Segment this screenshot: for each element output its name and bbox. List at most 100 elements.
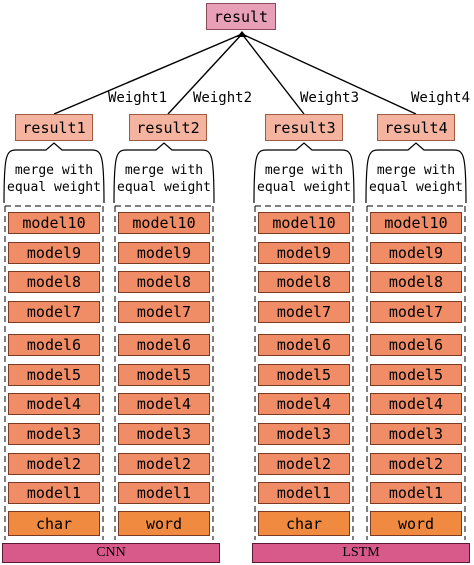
model-box: model8 — [118, 271, 210, 294]
model-box: model1 — [8, 482, 100, 505]
weight-label-2: Weight2 — [193, 90, 253, 106]
model-label: model7 — [388, 303, 444, 322]
model-label: model3 — [26, 424, 82, 443]
model-label: model10 — [272, 214, 336, 232]
model-box: model4 — [8, 393, 100, 416]
weight-connector — [241, 33, 305, 115]
cnn-group-label: CNN — [96, 545, 126, 560]
model-box: model7 — [370, 301, 462, 324]
model-label: model10 — [384, 214, 448, 232]
model-box: model5 — [258, 363, 350, 386]
arrowhead — [237, 31, 247, 37]
column-result-label: result4 — [384, 118, 448, 137]
column-result-label: result2 — [136, 118, 200, 137]
model-box: model6 — [258, 333, 350, 356]
model-box: model1 — [370, 482, 462, 505]
merge-brace — [113, 142, 215, 204]
cnn-group-bar: CNN — [2, 543, 220, 563]
model-box: model8 — [8, 271, 100, 294]
model-label: model1 — [26, 484, 82, 503]
model-label: model3 — [388, 424, 444, 443]
model-box: model3 — [370, 422, 462, 445]
final-result-box: result — [206, 3, 276, 30]
model-label: model10 — [22, 214, 86, 232]
model-label: model2 — [136, 454, 192, 473]
merge-text-line: merge with — [14, 163, 94, 178]
column-result-label: result1 — [22, 118, 86, 137]
model-label: model4 — [136, 395, 192, 414]
model-box: model2 — [118, 452, 210, 475]
model-label: model1 — [388, 484, 444, 503]
model-box: model4 — [370, 393, 462, 416]
model-label: model7 — [276, 303, 332, 322]
model-label: model6 — [26, 335, 82, 354]
column-result-box: result4 — [377, 114, 455, 141]
model-box: model5 — [370, 363, 462, 386]
column-result-box: result3 — [265, 114, 343, 141]
input-label: word — [145, 514, 183, 533]
input-box: char — [8, 511, 100, 536]
model-label: model4 — [388, 395, 444, 414]
merge-text-line: equal weight — [7, 180, 101, 195]
merge-text-line: merge with — [376, 163, 456, 178]
model-label: model8 — [388, 273, 444, 292]
model-box: model6 — [8, 333, 100, 356]
input-label: char — [35, 514, 73, 533]
model-box: model10 — [8, 212, 100, 234]
input-label: char — [285, 514, 323, 533]
column-result-box: result2 — [129, 114, 207, 141]
model-box: model2 — [370, 452, 462, 475]
column-result-box: result1 — [15, 114, 93, 141]
model-label: model6 — [276, 335, 332, 354]
model-label: model4 — [26, 395, 82, 414]
model-label: model5 — [276, 365, 332, 384]
model-label: model3 — [276, 424, 332, 443]
input-box: word — [370, 511, 462, 536]
model-label: model1 — [136, 484, 192, 503]
model-box: model2 — [258, 452, 350, 475]
merge-text-line: equal weight — [369, 180, 463, 195]
model-box: model1 — [118, 482, 210, 505]
model-box: model10 — [118, 212, 210, 234]
merge-brace — [365, 142, 467, 204]
model-label: model2 — [26, 454, 82, 473]
model-label: model5 — [26, 365, 82, 384]
model-label: model1 — [276, 484, 332, 503]
weight-connector — [241, 33, 417, 115]
model-label: model2 — [276, 454, 332, 473]
model-box: model3 — [258, 422, 350, 445]
model-box: model9 — [118, 241, 210, 264]
weight-connector — [167, 33, 243, 115]
merge-text: merge with equal weight — [2, 162, 106, 196]
merge-brace — [253, 142, 355, 204]
weight-label-1: Weight1 — [108, 90, 168, 106]
model-box: model9 — [8, 241, 100, 264]
model-label: model3 — [136, 424, 192, 443]
model-box: model7 — [258, 301, 350, 324]
model-box: model9 — [370, 241, 462, 264]
merge-text-line: equal weight — [117, 180, 211, 195]
model-label: model6 — [388, 335, 444, 354]
model-label: model7 — [26, 303, 82, 322]
lstm-group-label: LSTM — [342, 545, 380, 560]
merge-brace — [3, 142, 105, 204]
model-label: model6 — [136, 335, 192, 354]
model-label: model9 — [136, 243, 192, 262]
model-box: model2 — [8, 452, 100, 475]
model-label: model7 — [136, 303, 192, 322]
model-box: model10 — [258, 212, 350, 234]
weight-connector — [53, 33, 243, 115]
model-box: model10 — [370, 212, 462, 234]
model-box: model5 — [118, 363, 210, 386]
model-box: model4 — [118, 393, 210, 416]
merge-text-line: merge with — [264, 163, 344, 178]
weight-label-3: Weight3 — [300, 90, 360, 106]
model-label: model5 — [136, 365, 192, 384]
model-label: model8 — [26, 273, 82, 292]
weight-label-4: Weight4 — [411, 90, 471, 106]
input-box: char — [258, 511, 350, 536]
